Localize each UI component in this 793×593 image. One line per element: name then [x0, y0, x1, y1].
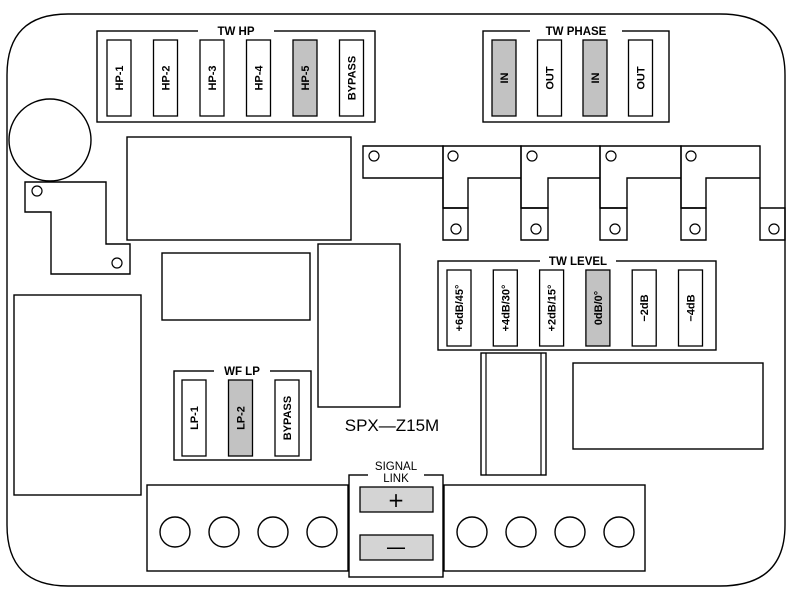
- bracket-hole: [447, 150, 459, 162]
- wf-lp-switch[interactable]: [274, 379, 300, 457]
- plus-symbol: +: [388, 488, 405, 512]
- tw-hp-switch-label: HP-3: [207, 65, 219, 90]
- tw-hp-title: TW HP: [217, 26, 254, 38]
- tw-hp-switch[interactable]: [199, 39, 225, 117]
- tw-hp-switch-label: HP-1: [114, 65, 126, 90]
- tw-hp-switch-label: HP-2: [161, 65, 173, 90]
- terminal-screw: [257, 516, 289, 548]
- mounting-hole-large: [8, 98, 92, 182]
- tw-level-switch[interactable]: [446, 269, 472, 347]
- signal-link-label-line2: LINK: [383, 473, 409, 485]
- tw-level-switch-label: −2dB: [639, 294, 651, 321]
- tw-phase-switch-label: IN: [590, 72, 602, 83]
- terminal-screw: [554, 516, 586, 548]
- output-terminal-block: [443, 484, 646, 572]
- bracket-hole: [530, 223, 542, 235]
- component-block: [126, 136, 352, 241]
- tw-hp-switch[interactable]: [292, 39, 318, 117]
- tw-level-group: TW LEVEL +6dB/45° +4dB/30° +2dB/15° 0dB/0° −…: [437, 254, 717, 351]
- component-block: [317, 243, 401, 408]
- tw-level-switch-label: +2dB/15°: [547, 285, 559, 332]
- signal-link-plus-terminal[interactable]: [359, 486, 434, 513]
- tw-phase-switch[interactable]: [536, 39, 563, 117]
- bracket-hole: [368, 150, 380, 162]
- bracket-hole: [526, 150, 538, 162]
- bracket-hole: [685, 150, 697, 162]
- wf-lp-switch-label: BYPASS: [282, 396, 294, 440]
- wf-lp-group: WF LP LP-1 LP-2 BYPASS: [173, 364, 312, 461]
- tw-phase-switch-label: OUT: [545, 66, 557, 90]
- tw-hp-switch-label: HP-5: [300, 65, 312, 90]
- tw-hp-group: TW HP HP-1 HP-2 HP-3 HP-4 HP-5 BYPASS: [96, 24, 376, 123]
- tw-hp-switch[interactable]: [338, 39, 365, 117]
- signal-link-label-line1: SIGNAL: [375, 461, 418, 473]
- wf-lp-switch-label: LP-1: [189, 406, 201, 430]
- minus-symbol: —: [386, 535, 406, 559]
- wf-lp-title: WF LP: [224, 366, 260, 378]
- terminal-screw: [306, 516, 338, 548]
- bracket-hole: [111, 257, 123, 269]
- wf-lp-switch[interactable]: [227, 379, 254, 457]
- signal-link: SIGNAL LINK + —: [348, 459, 444, 578]
- tw-level-switch[interactable]: [631, 269, 657, 347]
- tw-phase-switch[interactable]: [627, 39, 654, 117]
- component-block: [13, 294, 142, 496]
- tw-level-switch[interactable]: [538, 269, 565, 347]
- tw-level-switch-label: +4dB/30°: [500, 285, 512, 332]
- left-bracket: [24, 181, 131, 275]
- component-block: [480, 352, 547, 476]
- tw-level-switch[interactable]: [677, 269, 704, 347]
- bracket-hole: [31, 185, 43, 197]
- bracket-hole: [605, 150, 617, 162]
- tw-phase-switch-label: OUT: [636, 66, 648, 90]
- bracket-hole: [450, 223, 462, 235]
- terminal-screw: [505, 516, 537, 548]
- tw-level-switch[interactable]: [492, 269, 518, 347]
- component-block: [572, 362, 764, 450]
- tw-hp-switch-label: BYPASS: [347, 56, 359, 100]
- tw-phase-switch[interactable]: [491, 39, 517, 117]
- tw-phase-switch-label: IN: [499, 72, 511, 83]
- wf-lp-switch[interactable]: [181, 379, 207, 457]
- terminal-screw: [456, 516, 488, 548]
- component-block: [161, 252, 311, 321]
- tw-level-switch-label: +6dB/45°: [454, 285, 466, 332]
- board-outline: [6, 13, 786, 587]
- terminal-screw: [208, 516, 240, 548]
- bracket-hole: [689, 223, 701, 235]
- tw-level-switch[interactable]: [585, 269, 611, 347]
- tw-hp-switch[interactable]: [106, 39, 132, 117]
- tw-level-switch-label: −4dB: [686, 294, 698, 321]
- wf-lp-switch-label: LP-2: [236, 406, 248, 430]
- bracket-hole: [609, 223, 621, 235]
- tw-phase-group: TW PHASE IN OUT IN OUT: [482, 24, 670, 123]
- tw-hp-switch[interactable]: [152, 39, 179, 117]
- tw-level-title: TW LEVEL: [549, 256, 607, 268]
- bracket-hole: [768, 223, 780, 235]
- tw-hp-switch[interactable]: [245, 39, 272, 117]
- signal-link-minus-terminal[interactable]: [359, 534, 434, 561]
- terminal-screw: [603, 516, 635, 548]
- resistor-bracket: [599, 145, 707, 241]
- model-label: SPX—Z15M: [345, 416, 439, 435]
- tw-phase-switch[interactable]: [582, 39, 608, 117]
- resistor-bracket: [680, 145, 786, 241]
- input-terminal-block: [146, 484, 349, 572]
- tw-hp-switch-label: HP-4: [254, 65, 266, 91]
- terminal-screw: [159, 516, 191, 548]
- tw-phase-title: TW PHASE: [546, 26, 607, 38]
- tw-level-switch-label: 0dB/0°: [593, 291, 605, 325]
